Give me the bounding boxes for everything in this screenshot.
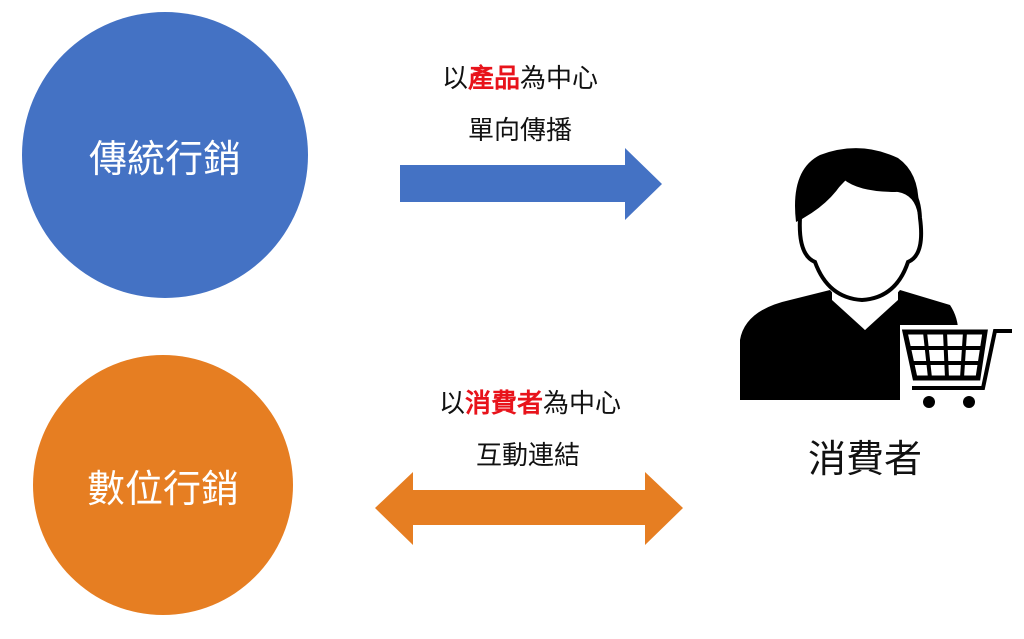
text-pre: 以 <box>438 389 465 419</box>
highlight-consumer: 消費者 <box>464 389 544 419</box>
traditional-mode-text: 單向傳播 <box>467 116 573 146</box>
traditional-marketing-label: 傳統行銷 <box>88 136 241 181</box>
digital-mode-text: 互動連結 <box>475 441 581 471</box>
digital-marketing-label: 數位行銷 <box>86 466 239 511</box>
traditional-focus-text: 以產品為中心 <box>442 58 598 95</box>
two-way-arrow <box>375 472 683 545</box>
digital-marketing-circle: 數位行銷 <box>33 355 293 615</box>
consumer-label: 消費者 <box>807 437 923 481</box>
digital-focus-text: 以消費者為中心 <box>439 383 621 420</box>
highlight-product: 產品 <box>467 64 521 94</box>
one-way-arrow <box>400 148 662 220</box>
shopper-with-cart-icon <box>740 148 1012 410</box>
text-post: 為中心 <box>543 389 622 419</box>
traditional-marketing-circle: 傳統行銷 <box>22 12 308 298</box>
text-pre: 以 <box>441 64 468 94</box>
text-post: 為中心 <box>520 64 599 94</box>
